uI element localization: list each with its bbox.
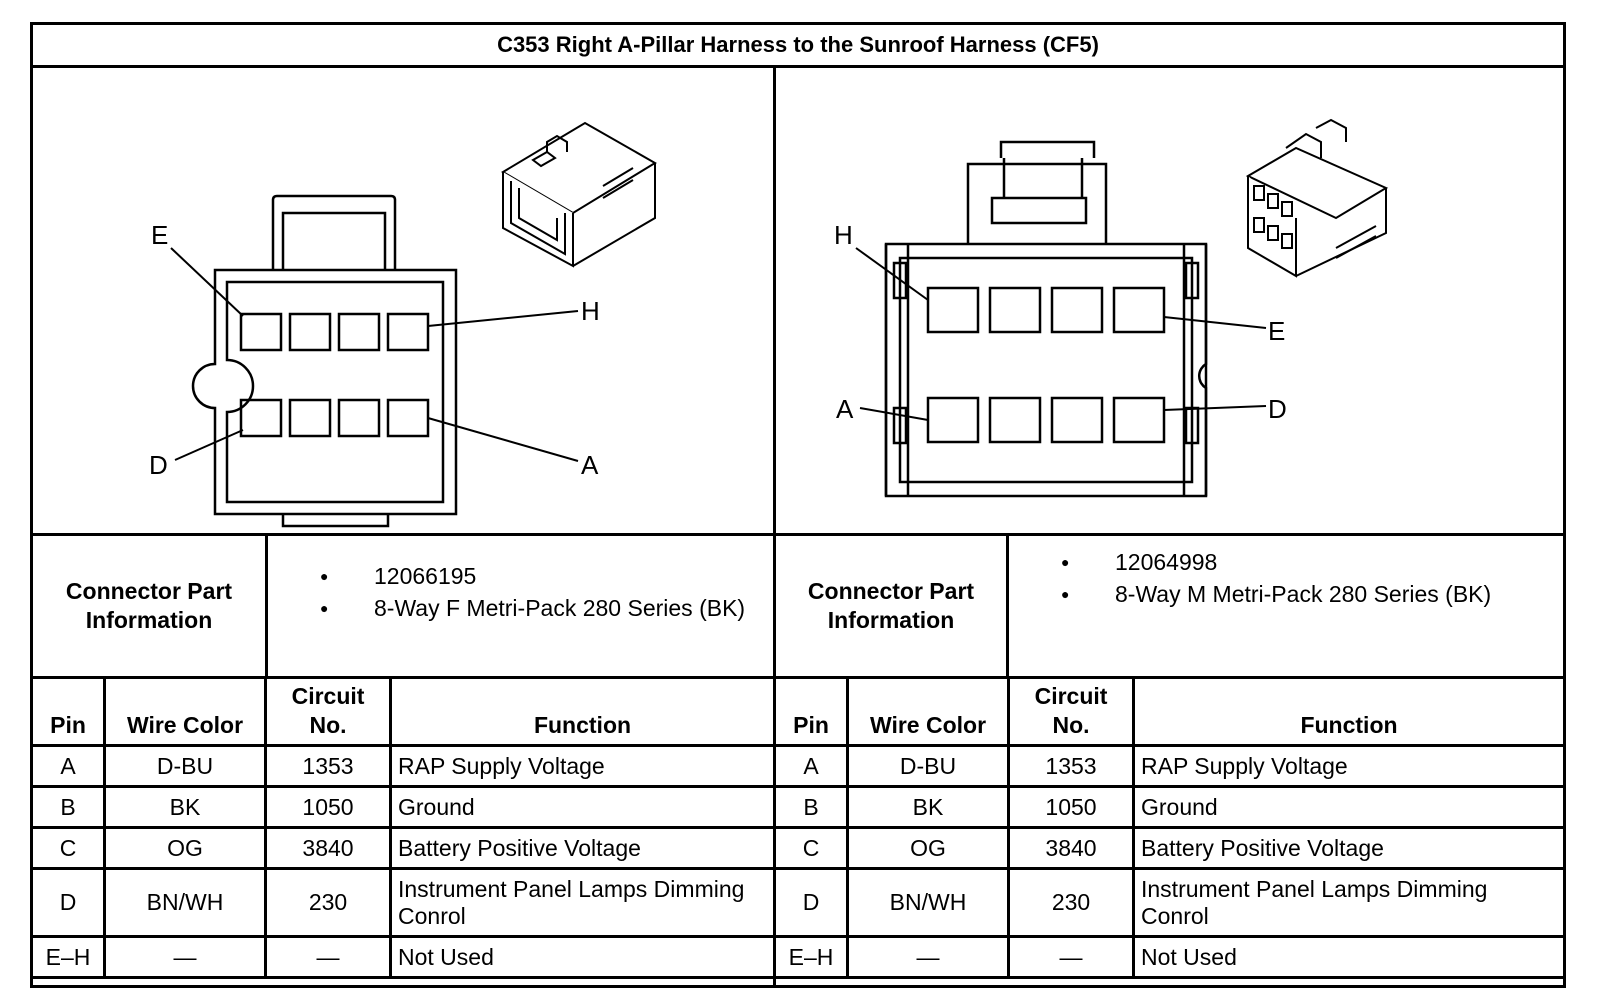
pin-cell: C xyxy=(773,826,849,870)
circuit-cell: 1353 xyxy=(1007,744,1135,788)
header-circuit-no: Circuit No. xyxy=(264,676,392,747)
cpi-part-number: 12064998 xyxy=(1009,546,1549,578)
circuit-cell: 1050 xyxy=(1007,785,1135,829)
cpi-divider xyxy=(1006,536,1009,676)
diagram-bottom-rule xyxy=(33,533,1563,536)
circuit-cell: 3840 xyxy=(264,826,392,870)
table-row: B BK 1050 Ground xyxy=(773,785,1566,829)
header-function: Function xyxy=(1132,676,1566,747)
circuit-cell: 1353 xyxy=(264,744,392,788)
wire-color-cell: BK xyxy=(103,785,267,829)
wire-color-cell: OG xyxy=(103,826,267,870)
diagram-label-h: H xyxy=(834,220,853,250)
function-cell: RAP Supply Voltage xyxy=(1132,744,1566,788)
diagram-label-d: D xyxy=(149,450,168,480)
cpi-label: Connector Part Information xyxy=(807,578,975,633)
pin-cell: A xyxy=(773,744,849,788)
function-cell: Ground xyxy=(1132,785,1566,829)
table-row: B BK 1050 Ground xyxy=(30,785,776,829)
table-row: C OG 3840 Battery Positive Voltage xyxy=(30,826,776,870)
function-cell: Battery Positive Voltage xyxy=(389,826,776,870)
function-cell: Instrument Panel Lamps Dimming Conrol xyxy=(1132,867,1566,938)
male-connector-iso-icon xyxy=(1245,118,1389,278)
header-function: Function xyxy=(389,676,776,747)
function-cell: Battery Positive Voltage xyxy=(1132,826,1566,870)
pin-cell: E–H xyxy=(30,935,106,979)
pin-cell: A xyxy=(30,744,106,788)
cpi-divider xyxy=(265,536,268,676)
cpi-label: Connector Part Information xyxy=(65,578,233,633)
table-header-row: Pin Wire Color Circuit No. Function xyxy=(30,676,776,747)
header-wire-color: Wire Color xyxy=(846,676,1010,747)
cpi-part-list: 12064998 8-Way M Metri-Pack 280 Series (… xyxy=(1009,546,1549,610)
wire-color-cell: D-BU xyxy=(846,744,1010,788)
circuit-cell: — xyxy=(1007,935,1135,979)
wire-color-cell: BN/WH xyxy=(846,867,1010,938)
table-row: A D-BU 1353 RAP Supply Voltage xyxy=(773,744,1566,788)
header-pin: Pin xyxy=(773,676,849,747)
wire-color-cell: D-BU xyxy=(103,744,267,788)
diagram-label-a: A xyxy=(581,450,599,480)
center-divider xyxy=(773,68,776,986)
pin-cell: B xyxy=(773,785,849,829)
header-pin: Pin xyxy=(30,676,106,747)
circuit-cell: — xyxy=(264,935,392,979)
pin-cell: D xyxy=(773,867,849,938)
diagram-label-a: A xyxy=(836,394,854,424)
header-wire-color: Wire Color xyxy=(103,676,267,747)
female-connector-face-view: E H D A xyxy=(149,121,657,528)
function-cell: Ground xyxy=(389,785,776,829)
page-title: C353 Right A-Pillar Harness to the Sunro… xyxy=(33,25,1563,68)
cpi-part-description: 8-Way F Metri-Pack 280 Series (BK) xyxy=(268,592,773,624)
male-connector-face-view: H E A D xyxy=(834,118,1389,498)
table-row: A D-BU 1353 RAP Supply Voltage xyxy=(30,744,776,788)
function-cell: Not Used xyxy=(1132,935,1566,979)
table-row: E–H — — Not Used xyxy=(773,935,1566,979)
cpi-part-list: 12066195 8-Way F Metri-Pack 280 Series (… xyxy=(268,560,773,624)
diagram-label-d: D xyxy=(1268,394,1287,424)
circuit-cell: 230 xyxy=(1007,867,1135,938)
diagram-label-h: H xyxy=(581,296,600,326)
circuit-cell: 1050 xyxy=(264,785,392,829)
function-cell: Instrument Panel Lamps Dimming Conrol xyxy=(389,867,776,938)
circuit-cell: 3840 xyxy=(1007,826,1135,870)
pin-cell: D xyxy=(30,867,106,938)
table-row: C OG 3840 Battery Positive Voltage xyxy=(773,826,1566,870)
connector-sheet: C353 Right A-Pillar Harness to the Sunro… xyxy=(30,22,1566,988)
wire-color-cell: — xyxy=(846,935,1010,979)
header-circuit-no: Circuit No. xyxy=(1007,676,1135,747)
circuit-cell: 230 xyxy=(264,867,392,938)
left-cpi-block: Connector Part Information 12066195 8-Wa… xyxy=(33,536,773,676)
pin-cell: E–H xyxy=(773,935,849,979)
wire-color-cell: OG xyxy=(846,826,1010,870)
diagram-label-e: E xyxy=(151,220,168,250)
function-cell: RAP Supply Voltage xyxy=(389,744,776,788)
diagram-label-e: E xyxy=(1268,316,1285,346)
table-row: E–H — — Not Used xyxy=(30,935,776,979)
wire-color-cell: BN/WH xyxy=(103,867,267,938)
left-connector-diagram: E H D A xyxy=(33,68,773,533)
table-row: D BN/WH 230 Instrument Panel Lamps Dimmi… xyxy=(30,867,776,938)
table-row: D BN/WH 230 Instrument Panel Lamps Dimmi… xyxy=(773,867,1566,938)
function-cell: Not Used xyxy=(389,935,776,979)
wire-color-cell: BK xyxy=(846,785,1010,829)
cpi-part-number: 12066195 xyxy=(268,560,773,592)
wire-color-cell: — xyxy=(103,935,267,979)
left-pin-table: Pin Wire Color Circuit No. Function A D-… xyxy=(30,676,776,979)
right-pin-table: Pin Wire Color Circuit No. Function A D-… xyxy=(773,676,1566,979)
table-header-row: Pin Wire Color Circuit No. Function xyxy=(773,676,1566,747)
pin-cell: C xyxy=(30,826,106,870)
female-connector-iso-icon xyxy=(501,121,657,268)
cpi-part-description: 8-Way M Metri-Pack 280 Series (BK) xyxy=(1009,578,1549,610)
right-connector-diagram: H E A D xyxy=(776,68,1563,533)
pin-cell: B xyxy=(30,785,106,829)
right-cpi-block: Connector Part Information 12064998 8-Wa… xyxy=(776,536,1563,676)
